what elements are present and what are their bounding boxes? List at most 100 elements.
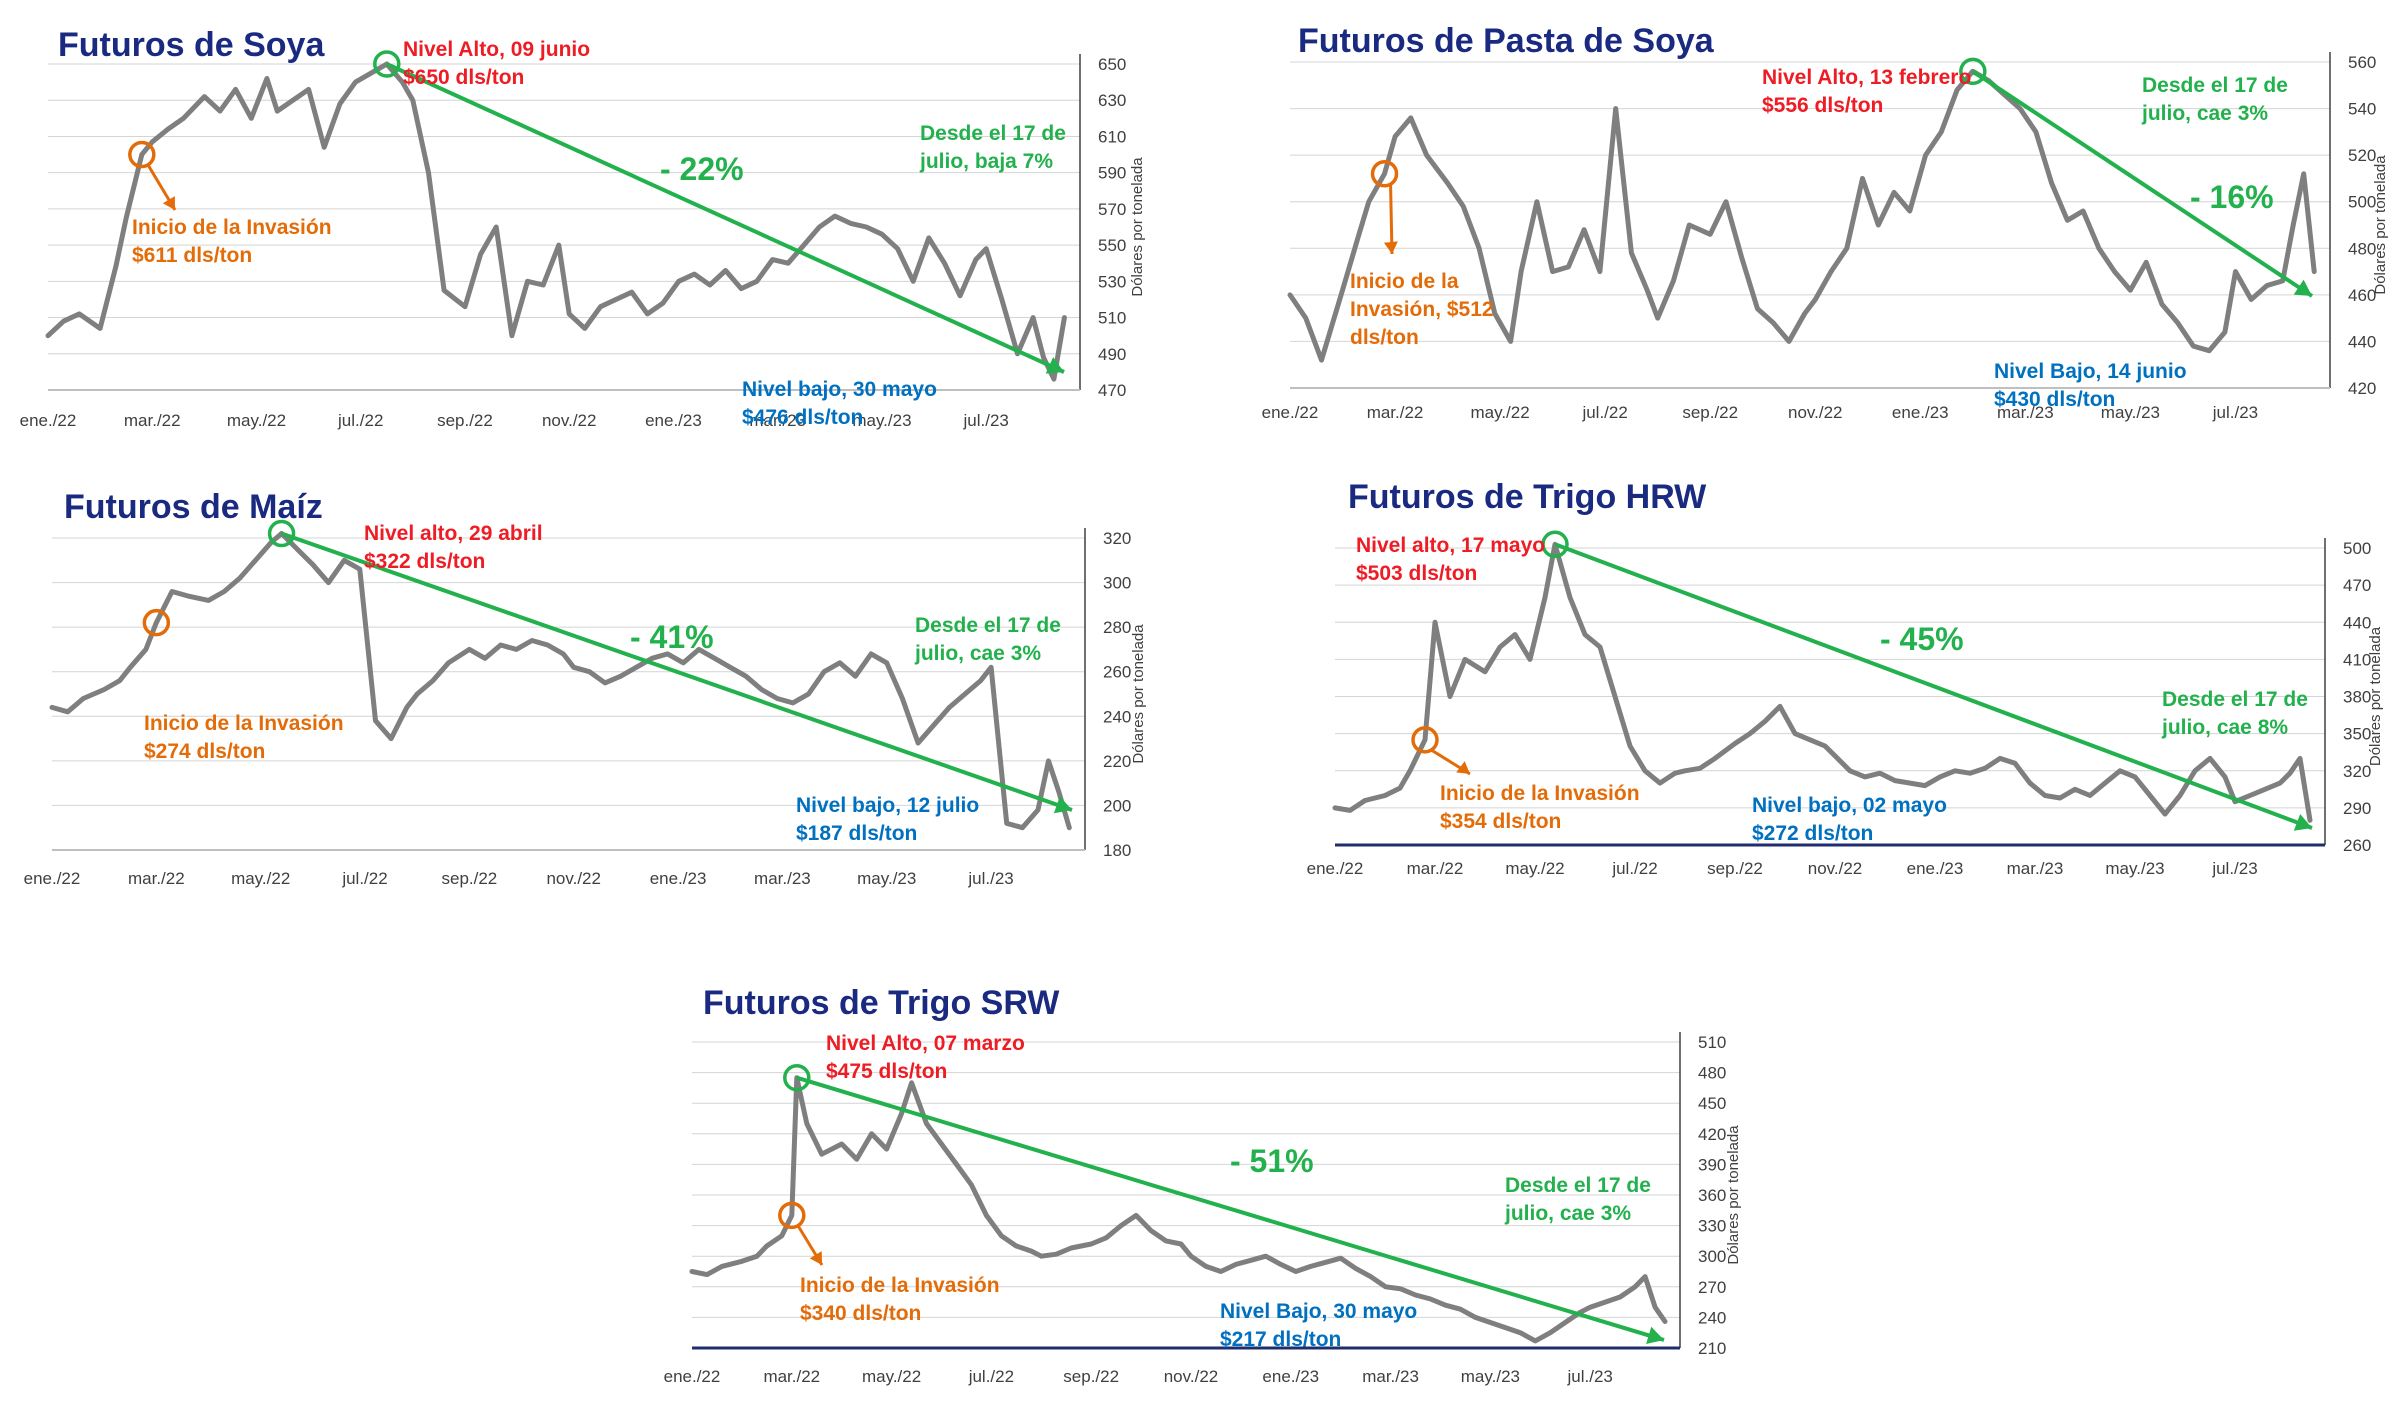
x-tick-label: jul./23: [2211, 859, 2257, 878]
trend-arrow-line: [280, 531, 1073, 812]
invasion-annotation: $354 dls/ton: [1440, 810, 1561, 833]
low-annotation: $187 dls/ton: [796, 822, 917, 845]
x-tick-label: sep./22: [441, 869, 497, 888]
price-line: [689, 1075, 1668, 1344]
y-tick-label: 320: [2343, 762, 2371, 781]
x-tick-label: ene./22: [1262, 403, 1319, 422]
chart-title: Futuros de Trigo HRW: [1348, 478, 1707, 516]
y-tick-label: 240: [1103, 707, 1131, 726]
low-annotation: Nivel Bajo, 30 mayo: [1220, 1300, 1417, 1323]
chart-title: Futuros de Soya: [58, 26, 325, 64]
y-tick-label: 410: [2343, 650, 2371, 669]
x-tick-label: mar./23: [2007, 859, 2064, 878]
trend-arrow-head: [1045, 357, 1064, 374]
percent-change-label: - 51%: [1230, 1143, 1314, 1179]
y-tick-label: 490: [1098, 345, 1126, 364]
x-tick-label: jul./22: [968, 1367, 1014, 1386]
percent-change-label: - 41%: [630, 619, 714, 655]
y-axis-label: Dólares por tonelada: [1725, 1125, 1742, 1265]
chart-panel: Futuros de Trigo HRW26029032035038041044…: [1307, 478, 2384, 878]
y-tick-label: 350: [2343, 725, 2371, 744]
invasion-arrow-head: [809, 1251, 822, 1265]
x-tick-label: ene./23: [650, 869, 707, 888]
x-tick-label: may./22: [1505, 859, 1564, 878]
x-tick-label: ene./23: [1262, 1367, 1319, 1386]
since-july-annotation: Desde el 17 de: [2142, 74, 2288, 97]
invasion-annotation: Inicio de la Invasión: [144, 712, 344, 735]
x-tick-label: sep./22: [1682, 403, 1738, 422]
percent-change-label: - 22%: [660, 151, 744, 187]
x-tick-label: jul./23: [967, 869, 1013, 888]
y-tick-label: 360: [1698, 1186, 1726, 1205]
invasion-annotation: Inicio de la Invasión: [1440, 782, 1640, 805]
y-tick-label: 180: [1103, 841, 1131, 860]
y-tick-label: 520: [2348, 146, 2376, 165]
high-annotation: Nivel Alto, 09 junio: [403, 38, 590, 61]
chart-title: Futuros de Pasta de Soya: [1298, 22, 1715, 60]
y-tick-label: 380: [2343, 688, 2371, 707]
since-july-annotation: julio, cae 3%: [1504, 1202, 1631, 1225]
x-tick-label: sep./22: [437, 411, 493, 430]
y-tick-label: 260: [2343, 836, 2371, 855]
y-tick-label: 650: [1098, 55, 1126, 74]
low-annotation: Nivel bajo, 12 julio: [796, 794, 979, 817]
invasion-annotation: dls/ton: [1350, 326, 1419, 349]
x-tick-label: jul./22: [1581, 403, 1627, 422]
x-tick-label: ene./22: [20, 411, 77, 430]
y-tick-label: 470: [1098, 381, 1126, 400]
y-tick-label: 610: [1098, 127, 1126, 146]
low-annotation: Nivel bajo, 02 mayo: [1752, 794, 1947, 817]
x-tick-label: may./22: [862, 1367, 921, 1386]
x-tick-label: ene./22: [664, 1367, 721, 1386]
invasion-arrow-head: [162, 196, 175, 210]
y-tick-label: 460: [2348, 286, 2376, 305]
x-tick-label: mar./22: [124, 411, 181, 430]
invasion-arrow-head: [1383, 241, 1398, 254]
chart-title: Futuros de Trigo SRW: [703, 984, 1060, 1022]
high-annotation: Nivel alto, 29 abril: [364, 522, 543, 545]
y-tick-label: 560: [2348, 53, 2376, 72]
y-tick-label: 210: [1698, 1339, 1726, 1358]
x-tick-label: mar./22: [763, 1367, 820, 1386]
y-tick-label: 550: [1098, 236, 1126, 255]
x-tick-label: ene./23: [1907, 859, 1964, 878]
trend-arrow-head: [1053, 796, 1072, 814]
trend-arrow-head: [1646, 1326, 1664, 1344]
invasion-point-marker: [142, 608, 171, 637]
y-tick-label: 440: [2348, 332, 2376, 351]
high-point-marker: [267, 519, 296, 548]
high-annotation: $650 dls/ton: [403, 66, 524, 89]
y-axis-label: Dólares por tonelada: [2372, 155, 2389, 295]
x-tick-label: may./22: [231, 869, 290, 888]
y-tick-label: 330: [1698, 1217, 1726, 1236]
y-tick-label: 240: [1698, 1308, 1726, 1327]
invasion-arrow-head: [1456, 761, 1470, 774]
invasion-annotation: Invasión, $512: [1350, 298, 1494, 321]
x-tick-label: jul./23: [1566, 1367, 1612, 1386]
x-tick-label: may./22: [227, 411, 286, 430]
y-tick-label: 530: [1098, 272, 1126, 291]
invasion-annotation: Inicio de la Invasión: [132, 216, 332, 239]
trend-arrow-line: [1971, 69, 2314, 298]
y-tick-label: 510: [1698, 1033, 1726, 1052]
trend-arrow-head: [2293, 813, 2312, 831]
invasion-annotation: $340 dls/ton: [800, 1302, 921, 1325]
y-tick-label: 480: [1698, 1064, 1726, 1083]
chart-title: Futuros de Maíz: [64, 488, 323, 526]
y-tick-label: 390: [1698, 1155, 1726, 1174]
y-tick-label: 630: [1098, 91, 1126, 110]
high-annotation: Nivel Alto, 13 febrero: [1762, 66, 1971, 89]
y-tick-label: 420: [1698, 1125, 1726, 1144]
invasion-annotation: $611 dls/ton: [132, 244, 252, 267]
y-tick-label: 440: [2343, 613, 2371, 632]
x-tick-label: mar./22: [128, 869, 185, 888]
x-tick-label: mar./22: [1407, 859, 1464, 878]
price-line: [1287, 68, 2317, 363]
y-tick-label: 300: [1698, 1247, 1726, 1266]
x-tick-label: may./23: [857, 869, 916, 888]
y-tick-label: 270: [1698, 1278, 1726, 1297]
since-july-annotation: Desde el 17 de: [915, 614, 1061, 637]
x-tick-label: sep./22: [1707, 859, 1763, 878]
x-tick-label: may./23: [1461, 1367, 1520, 1386]
